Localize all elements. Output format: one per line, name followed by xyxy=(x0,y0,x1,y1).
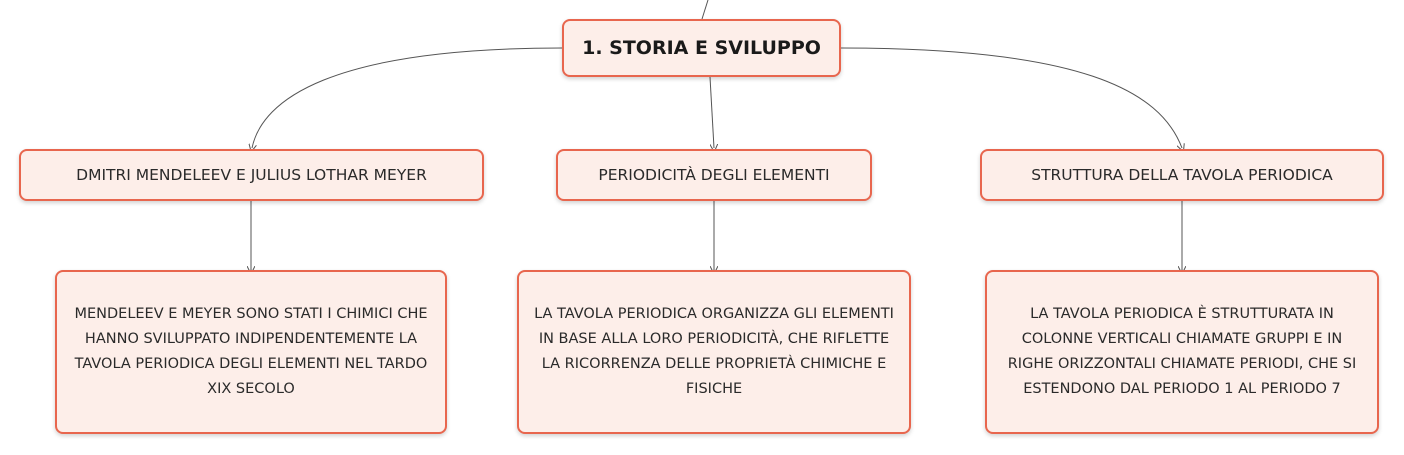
root-topic-label: 1. STORIA E SVILUPPO xyxy=(582,37,821,59)
connector-root-to-branch-1 xyxy=(252,47,563,148)
detail-topic-text: LA TAVOLA PERIODICA È STRUTTURATA IN COL… xyxy=(1007,306,1357,397)
branch-topic-label: DMITRI MENDELEEV E JULIUS LOTHAR MEYER xyxy=(76,166,427,184)
detail-topic-text: MENDELEEV E MEYER SONO STATI I CHIMICI C… xyxy=(74,306,428,397)
connector-parent-to-root xyxy=(701,0,709,20)
detail-topic-struttura[interactable]: LA TAVOLA PERIODICA È STRUTTURATA IN COL… xyxy=(985,270,1379,434)
detail-topic-periodicita[interactable]: LA TAVOLA PERIODICA ORGANIZZA GLI ELEMEN… xyxy=(517,270,911,434)
branch-topic-label: STRUTTURA DELLA TAVOLA PERIODICA xyxy=(1031,166,1333,184)
branch-topic-label: PERIODICITÀ DEGLI ELEMENTI xyxy=(598,166,830,184)
branch-topic-periodicita[interactable]: PERIODICITÀ DEGLI ELEMENTI xyxy=(556,149,872,201)
detail-topic-mendeleev-meyer[interactable]: MENDELEEV E MEYER SONO STATI I CHIMICI C… xyxy=(55,270,447,434)
detail-topic-text: LA TAVOLA PERIODICA ORGANIZZA GLI ELEMEN… xyxy=(534,306,894,397)
branch-topic-struttura[interactable]: STRUTTURA DELLA TAVOLA PERIODICA xyxy=(980,149,1384,201)
connector-root-to-branch-3 xyxy=(840,47,1182,148)
branch-topic-mendeleev-meyer[interactable]: DMITRI MENDELEEV E JULIUS LOTHAR MEYER xyxy=(19,149,484,201)
root-topic[interactable]: 1. STORIA E SVILUPPO xyxy=(562,19,841,77)
connector-root-to-branch-2 xyxy=(709,76,714,148)
